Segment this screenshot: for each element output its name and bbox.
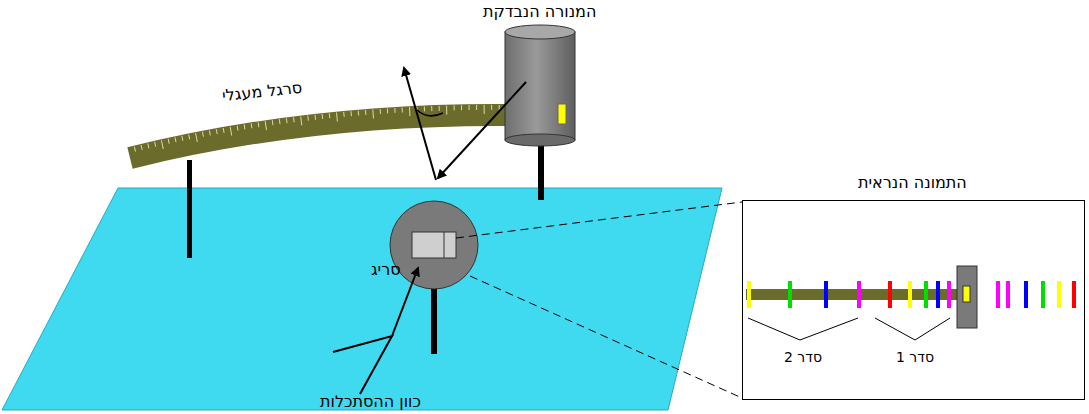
ruler-tick [182, 136, 183, 141]
ruler-tick [134, 147, 135, 152]
order-bracket [748, 318, 858, 340]
ruler-tick [293, 117, 295, 122]
ruler-tick [372, 109, 374, 118]
ruler-tick [499, 105, 500, 110]
grating-disc [390, 201, 478, 289]
ruler-tick [351, 111, 352, 116]
incident-ray [438, 82, 526, 178]
ruler-tick [336, 113, 338, 122]
ruler-tick [223, 128, 225, 133]
ruler-tick [141, 145, 142, 150]
ruler-tick [196, 133, 198, 142]
grating [412, 232, 456, 258]
ruler-tick [161, 140, 163, 149]
ruler-tick [202, 132, 204, 137]
ruler-tick [476, 105, 477, 110]
ruler-tick [387, 108, 388, 113]
inset-box: התמונה הנראיתסדר 2סדר 1 [742, 200, 1085, 400]
ruler-tick [244, 124, 246, 129]
view-label: כוון ההסתכלות [320, 393, 421, 411]
ruler-tick [209, 131, 211, 136]
ruler-tick [446, 106, 447, 115]
spectral-lines [749, 281, 1074, 308]
angle-arc [417, 110, 443, 116]
diffracted-ray [404, 68, 436, 180]
ruler-tick [216, 129, 218, 134]
zoom-line [470, 276, 742, 398]
lamp-bottom [505, 134, 575, 146]
ruler-tick [409, 107, 410, 116]
ruler-tick [343, 112, 345, 117]
ruler-ticks [134, 105, 552, 152]
ruler-post [187, 160, 192, 258]
ruler-tick [230, 127, 232, 136]
order-label: סדר 1 [896, 350, 934, 365]
ruler-tick [322, 114, 324, 119]
ruler-tick [454, 105, 455, 110]
ruler-tick [307, 116, 309, 121]
ruler-tick [491, 105, 492, 110]
ruler-tick [469, 105, 470, 110]
lamp-label: המנורה הנבדקת [483, 3, 596, 21]
zoom-line [456, 202, 742, 238]
ruler-tick [168, 139, 169, 144]
ruler-tick [315, 115, 317, 120]
ruler-tick [439, 106, 440, 111]
ruler-tick [279, 119, 281, 124]
ruler-tick [358, 111, 360, 116]
ruler-tick [286, 118, 288, 123]
inset-title: התמונה הנראית [858, 174, 967, 192]
lamp-top [505, 25, 575, 39]
ruler-tick [272, 120, 274, 125]
ruler-tick [189, 135, 190, 140]
ruler-tick [484, 105, 485, 114]
ruler-tick [175, 137, 176, 142]
grating-label: סריג [371, 261, 401, 279]
inset-ground [743, 201, 1084, 399]
ruler-tick [431, 106, 432, 111]
ruler-tick [155, 142, 156, 147]
ruler-tick [380, 109, 381, 114]
ruler-label: סרגל מעגלי [221, 79, 303, 105]
inset-slit [963, 286, 970, 302]
ruler-tick [365, 110, 366, 115]
table-plane [2, 188, 722, 410]
ruler-tick [329, 113, 331, 118]
ruler-tick [251, 123, 253, 128]
ruler-tick [424, 106, 425, 111]
ruler-tick [402, 108, 403, 113]
ruler-tick [461, 105, 462, 110]
grating-line [444, 232, 445, 258]
ruler-tick [265, 121, 266, 130]
circular-ruler [130, 115, 560, 158]
lamp-body [505, 32, 575, 140]
ruler-tick [148, 143, 149, 148]
inset-lamp [957, 266, 977, 328]
order-label: סדר 2 [784, 350, 822, 365]
lamp-post [538, 140, 544, 200]
lamp-slit [558, 104, 566, 124]
ruler-tick [394, 108, 395, 113]
order-bracket [875, 318, 950, 340]
ruler-tick [301, 117, 302, 126]
ruler-tick [258, 122, 260, 127]
eye-symbol [333, 336, 392, 394]
ruler-tick [237, 126, 239, 131]
